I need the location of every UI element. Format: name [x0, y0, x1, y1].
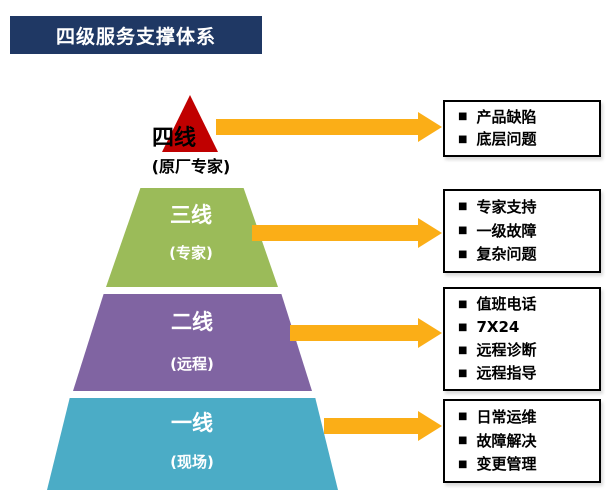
- pyramid-sublabel-tier4: (原厂专家): [151, 157, 231, 176]
- list-item: ■ 变更管理: [458, 457, 599, 472]
- pyramid-label-tier2: 二线: [171, 310, 213, 334]
- square-bullet-icon: ■: [458, 248, 468, 260]
- detail-box-tier3: ■ 专家支持 ■ 一级故障 ■ 复杂问题: [443, 189, 601, 273]
- square-bullet-icon: ■: [458, 321, 468, 333]
- pyramid-level-tier2: [73, 294, 312, 391]
- list-item: ■ 值班电话: [458, 297, 599, 312]
- square-bullet-icon: ■: [458, 458, 468, 470]
- pyramid-level-tier3: [106, 188, 278, 287]
- pyramid-sublabel-tier3: (专家): [169, 244, 213, 262]
- list-item: ■ 日常运维: [458, 407, 599, 426]
- list-item: ■ 远程诊断: [458, 343, 599, 358]
- list-item-text: 日常运维: [476, 407, 537, 426]
- list-item: ■ 远程指导: [458, 366, 599, 381]
- square-bullet-icon: ■: [458, 344, 468, 356]
- list-item-text: 故障解决: [476, 431, 537, 450]
- list-item: ■ 专家支持: [458, 197, 599, 216]
- detail-box-tier1: ■ 日常运维 ■ 故障解决 ■ 变更管理: [443, 399, 601, 483]
- square-bullet-icon: ■: [458, 133, 468, 145]
- list-item-text: 专家支持: [476, 197, 537, 216]
- list-item-text: 底层问题: [476, 130, 537, 149]
- square-bullet-icon: ■: [458, 111, 468, 123]
- list-item-text: 复杂问题: [476, 245, 537, 264]
- pyramid-label-tier1: 一线: [171, 411, 213, 435]
- right-arrow-tier2-icon: [290, 318, 442, 348]
- square-bullet-icon: ■: [458, 435, 468, 446]
- pyramid-sublabel-tier1: (现场): [170, 453, 214, 471]
- page-title: 四级服务支撑体系: [55, 25, 216, 48]
- list-item-text: 远程诊断: [476, 341, 537, 359]
- square-bullet-icon: ■: [458, 367, 468, 379]
- square-bullet-icon: ■: [458, 225, 468, 236]
- square-bullet-icon: ■: [458, 298, 468, 310]
- square-bullet-icon: ■: [458, 201, 468, 213]
- list-item: ■ 复杂问题: [458, 247, 599, 262]
- title-banner: 四级服务支撑体系: [10, 16, 262, 54]
- list-item-text: 变更管理: [476, 455, 537, 474]
- square-bullet-icon: ■: [458, 411, 468, 423]
- list-item-text: 一级故障: [476, 221, 537, 240]
- pyramid-level-tier1: [47, 398, 338, 490]
- list-item: ■ 产品缺陷: [458, 107, 599, 126]
- list-item: ■ 一级故障: [458, 221, 599, 240]
- pyramid-label-tier4: 四线: [151, 126, 196, 151]
- pyramid-label-tier3: 三线: [170, 203, 212, 227]
- detail-box-tier2: ■ 值班电话 ■ 7X24 ■ 远程诊断 ■ 远程指导: [443, 287, 601, 391]
- list-item-text: 值班电话: [476, 295, 537, 313]
- list-item-text: 产品缺陷: [476, 107, 537, 126]
- pyramid-sublabel-tier2: (远程): [170, 355, 214, 373]
- list-item: ■ 底层问题: [458, 132, 599, 147]
- right-arrow-tier3-icon: [252, 218, 442, 248]
- list-item: ■ 7X24: [458, 320, 599, 335]
- right-arrow-tier4-icon: [216, 112, 442, 142]
- list-item-text: 远程指导: [476, 364, 537, 382]
- detail-box-tier4: ■ 产品缺陷 ■ 底层问题: [443, 100, 601, 157]
- list-item-text: 7X24: [476, 318, 520, 336]
- list-item: ■ 故障解决: [458, 431, 599, 450]
- right-arrow-tier1-icon: [324, 411, 442, 441]
